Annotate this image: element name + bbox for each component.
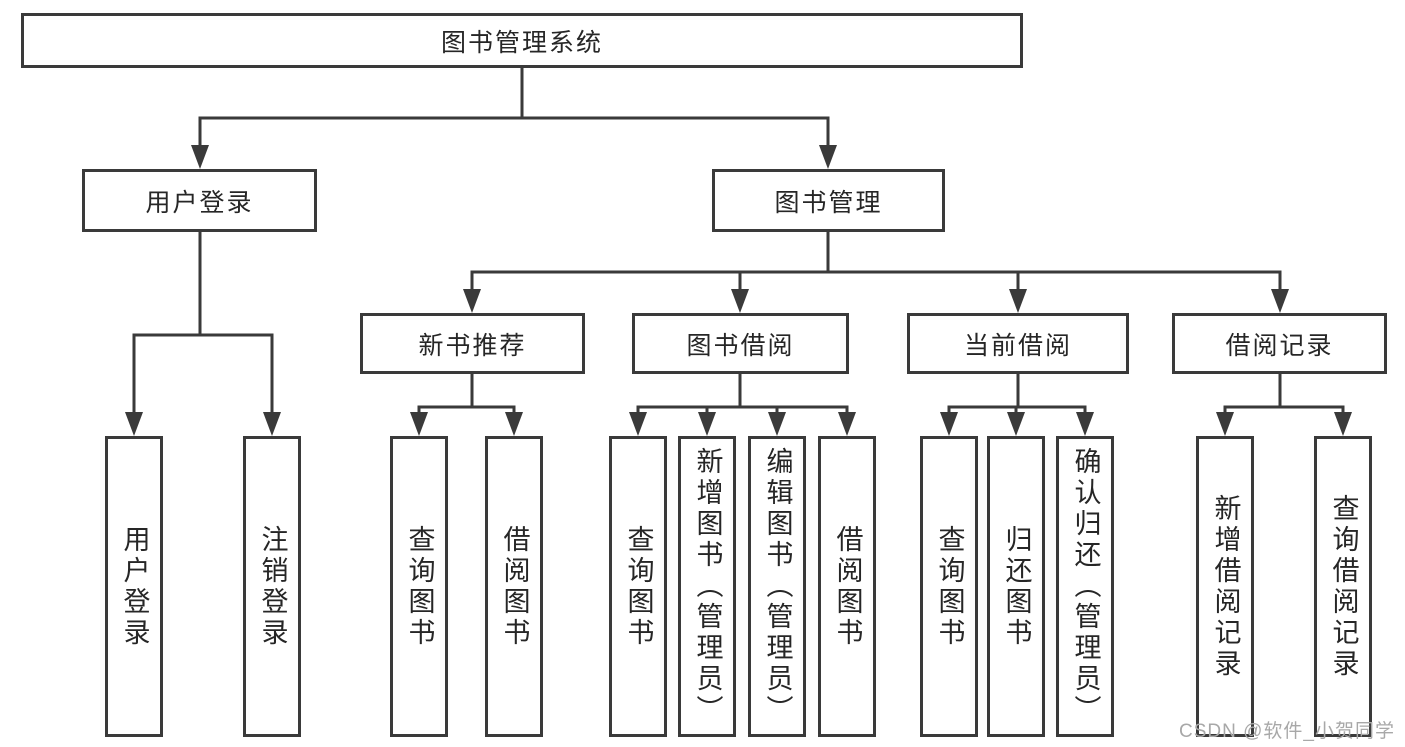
connector-paths (132, 64, 1345, 416)
leaf-borrow-books-borrowing: 借阅图书 (818, 436, 876, 737)
csdn-watermark: CSDN @软件_小贺同学 (1179, 721, 1395, 742)
leaf-label: 新增借阅记录 (1210, 493, 1241, 680)
node-label: 新书推荐 (418, 331, 527, 360)
node-book-management: 图书管理 (712, 169, 945, 232)
node-new-book-recommend: 新书推荐 (360, 313, 585, 374)
leaf-label: 注销登录 (257, 524, 288, 649)
leaf-add-books-admin: 新增图书（管理员） (678, 436, 736, 737)
leaf-label: 用户登录 (119, 524, 150, 649)
node-label: 当前借阅 (963, 331, 1072, 360)
node-book-borrowing: 图书借阅 (632, 313, 849, 374)
leaf-return-books: 归还图书 (987, 436, 1045, 737)
leaf-query-books-borrowing: 查询图书 (609, 436, 667, 737)
leaf-edit-books-admin: 编辑图书（管理员） (748, 436, 806, 737)
leaf-query-books-recommend: 查询图书 (390, 436, 448, 737)
leaf-logout: 注销登录 (243, 436, 301, 737)
leaf-query-borrow-record: 查询借阅记录 (1314, 436, 1372, 737)
leaf-label: 归还图书 (1001, 524, 1032, 649)
leaf-label: 借阅图书 (832, 524, 863, 649)
arrowheads (125, 145, 1352, 436)
leaf-label: 编辑图书（管理员） (762, 447, 793, 726)
node-borrowing-records: 借阅记录 (1172, 313, 1387, 374)
leaf-label: 查询图书 (934, 524, 965, 649)
leaf-label: 确认归还（管理员） (1070, 447, 1101, 726)
node-user-login: 用户登录 (82, 169, 317, 232)
leaf-label: 借阅图书 (499, 524, 530, 649)
leaf-query-books-current: 查询图书 (920, 436, 978, 737)
leaf-add-borrow-record: 新增借阅记录 (1196, 436, 1254, 737)
leaf-confirm-return-admin: 确认归还（管理员） (1056, 436, 1114, 737)
node-label: 图书借阅 (686, 331, 795, 360)
leaf-borrow-books-recommend: 借阅图书 (485, 436, 543, 737)
node-label: 图书管理系统 (440, 28, 603, 57)
node-library-management-system: 图书管理系统 (21, 13, 1023, 68)
node-current-borrowing: 当前借阅 (907, 313, 1129, 374)
leaf-user-login: 用户登录 (105, 436, 163, 737)
node-label: 借阅记录 (1225, 331, 1334, 360)
leaf-label: 查询图书 (404, 524, 435, 649)
node-label: 图书管理 (774, 188, 883, 217)
leaf-label: 查询图书 (623, 524, 654, 649)
node-label: 用户登录 (145, 188, 254, 217)
leaf-label: 新增图书（管理员） (692, 447, 723, 726)
leaf-label: 查询借阅记录 (1328, 493, 1359, 680)
